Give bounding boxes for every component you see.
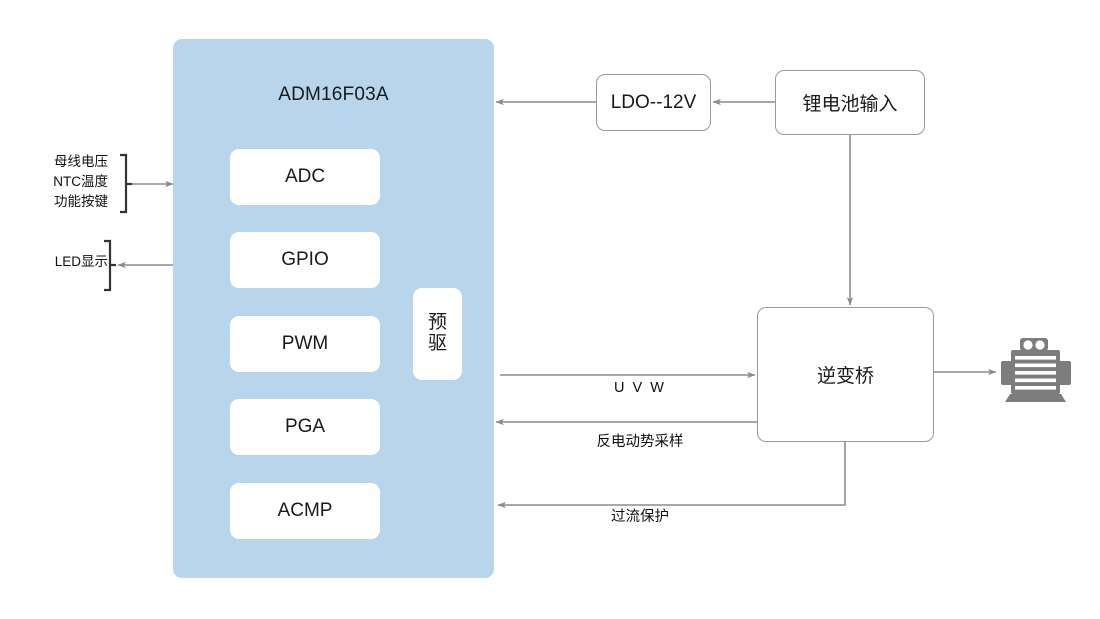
edge-label-uvw: U V W <box>614 380 666 396</box>
input-label-ntc-temperature: NTC温度 <box>53 174 108 189</box>
battery-input-block[interactable]: 锂电池输入 <box>775 70 925 135</box>
peripheral-block-acmp[interactable]: ACMP <box>230 483 380 539</box>
input-signal-labels: 母线电压 NTC温度 功能按键 <box>16 152 108 212</box>
output-signal-labels: LED显示 <box>16 252 108 272</box>
inverter-bridge-block[interactable]: 逆变桥 <box>757 307 934 442</box>
predriver-block[interactable]: 预 驱 <box>413 288 462 380</box>
ldo-block[interactable]: LDO--12V <box>596 74 711 131</box>
led-bracket <box>104 239 116 292</box>
input-label-function-key: 功能按键 <box>54 194 108 209</box>
output-label-led-display: LED显示 <box>54 254 108 269</box>
input-label-bus-voltage: 母线电压 <box>54 154 108 169</box>
predriver-label-line1: 预 <box>427 312 447 334</box>
input-bracket <box>120 153 132 214</box>
peripheral-block-pwm[interactable]: PWM <box>230 316 380 372</box>
peripheral-block-pga[interactable]: PGA <box>230 399 380 455</box>
edge-label-overcurrent: 过流保护 <box>611 509 669 525</box>
overcurrent-path <box>497 442 846 509</box>
peripheral-block-gpio[interactable]: GPIO <box>230 232 380 288</box>
motor-icon <box>998 336 1076 404</box>
mcu-title: ADM16F03A <box>278 84 389 105</box>
peripheral-block-adc[interactable]: ADC <box>230 149 380 205</box>
edge-label-back-emf: 反电动势采样 <box>596 434 684 450</box>
predriver-label-line2: 驱 <box>427 333 447 354</box>
